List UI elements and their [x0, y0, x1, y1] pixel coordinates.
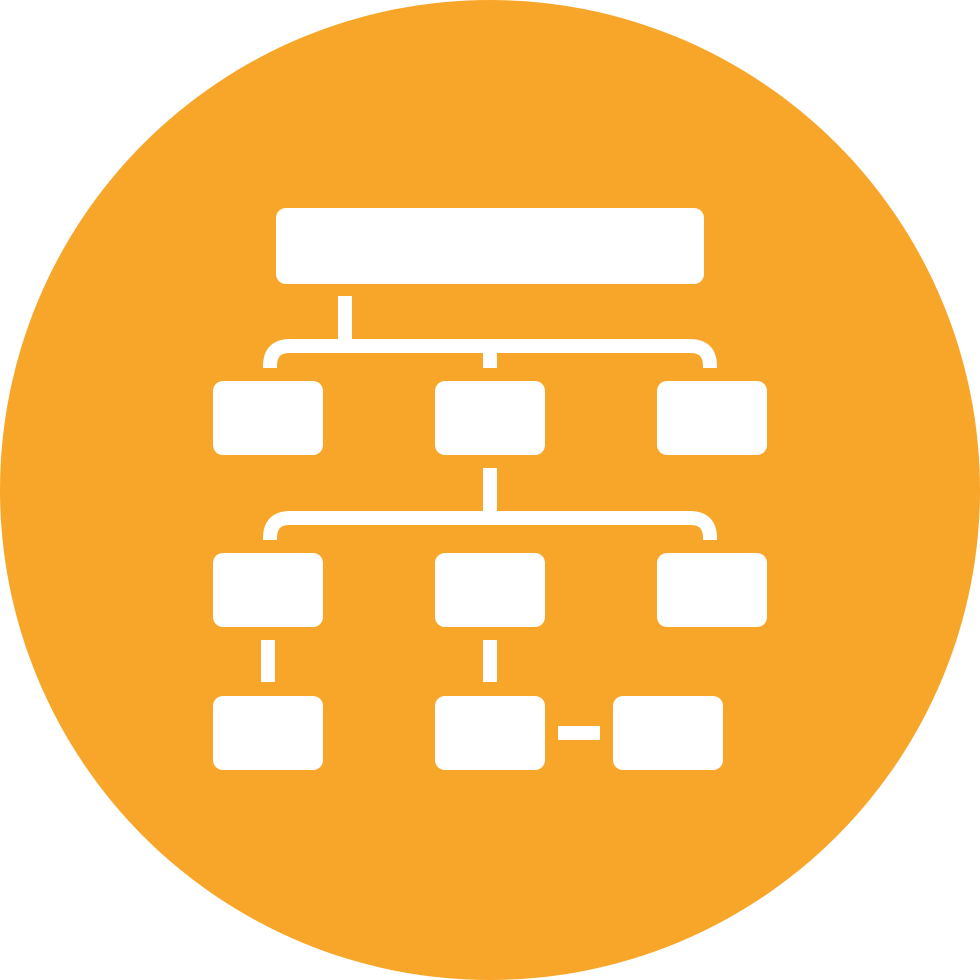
- level-1-node-center: [435, 381, 545, 455]
- center-down-connector: [483, 640, 497, 682]
- level-1-node-left: [213, 381, 323, 455]
- hierarchy-diagram: [213, 208, 767, 770]
- horizontal-link-connector: [558, 726, 600, 740]
- level-2-node-right: [657, 553, 767, 627]
- level-3-node-center: [435, 696, 545, 770]
- level-3-node-right: [613, 696, 723, 770]
- branch-line-level-1: [263, 339, 717, 368]
- middle-drop-level-1: [483, 350, 497, 368]
- branch-line-level-2: [263, 511, 717, 540]
- root-connector: [338, 296, 352, 342]
- center-connector: [483, 468, 497, 514]
- root-node: [276, 208, 704, 284]
- level-1-node-right: [657, 381, 767, 455]
- level-2-node-left: [213, 553, 323, 627]
- level-3-node-left: [213, 696, 323, 770]
- left-down-connector: [261, 640, 275, 682]
- level-2-node-center: [435, 553, 545, 627]
